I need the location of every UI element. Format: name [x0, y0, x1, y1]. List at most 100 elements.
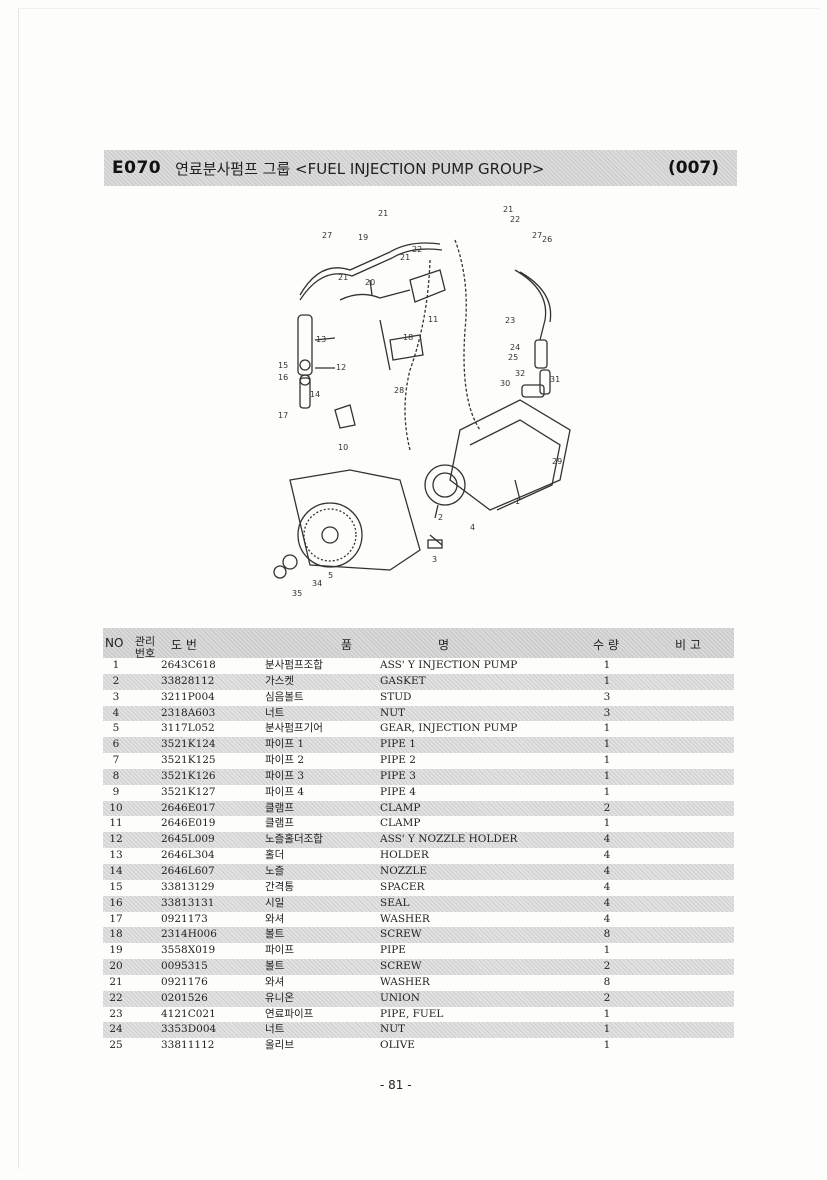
row-part-no: 2314H006 [161, 928, 217, 941]
row-name-kr: 유니온 [265, 991, 294, 1004]
svg-text:1: 1 [515, 497, 520, 506]
row-name-kr: 와셔 [265, 975, 285, 988]
row-name-en: CLAMP [380, 817, 421, 830]
header-part-no: 도 번 [171, 638, 197, 652]
row-name-en: ASS' Y INJECTION PUMP [380, 659, 518, 671]
svg-text:21: 21 [378, 209, 388, 218]
svg-text:4: 4 [470, 523, 475, 532]
row-no: 17 [109, 912, 123, 925]
row-qty: 4 [603, 864, 611, 877]
row-qty: 4 [603, 896, 611, 909]
row-no: 6 [112, 738, 120, 751]
svg-text:26: 26 [542, 235, 552, 244]
row-name-kr: 가스켓 [265, 674, 294, 687]
svg-text:18: 18 [403, 333, 413, 342]
row-qty: 4 [603, 833, 611, 846]
row-name-en: SPACER [380, 880, 425, 893]
row-name-kr: 홀더 [265, 849, 285, 862]
section-code: E070 [112, 158, 162, 178]
svg-text:21: 21 [503, 205, 513, 214]
row-no: 22 [109, 991, 123, 1004]
row-name-en: SCREW [380, 960, 422, 973]
svg-text:10: 10 [338, 443, 348, 452]
parts-table-header: NO 관리번호 도 번 품 명 수 량 비 고 [103, 628, 734, 660]
svg-text:25: 25 [508, 353, 518, 362]
header-no: NO [105, 636, 124, 650]
row-name-en: SEAL [380, 896, 410, 909]
row-qty: 1 [603, 674, 611, 687]
row-no: 10 [109, 801, 123, 814]
row-part-no: 2646L304 [161, 849, 215, 862]
row-no: 19 [109, 944, 123, 957]
row-qty: 4 [603, 880, 611, 893]
svg-text:21: 21 [400, 253, 410, 262]
row-no: 16 [109, 896, 123, 909]
page-number: - 81 - [380, 1078, 412, 1092]
row-no: 12 [109, 833, 123, 846]
svg-text:13: 13 [316, 335, 326, 344]
header-kwanri: 관리번호 [134, 635, 156, 660]
svg-text:32: 32 [515, 369, 525, 378]
row-name-kr: 시일 [265, 896, 285, 909]
svg-text:27: 27 [322, 231, 332, 240]
svg-text:29: 29 [552, 457, 562, 466]
row-no: 15 [109, 880, 123, 893]
row-name-en: SCREW [380, 928, 422, 941]
row-part-no: 2645L009 [161, 833, 215, 846]
row-name-en: PIPE 2 [380, 754, 416, 767]
row-qty: 1 [603, 769, 611, 782]
svg-text:35: 35 [292, 589, 302, 598]
section-title-bar: E070 연료분사펌프 그룹 <FUEL INJECTION PUMP GROU… [104, 150, 737, 186]
row-qty: 8 [603, 975, 611, 988]
svg-text:34: 34 [312, 579, 322, 588]
svg-text:28: 28 [394, 386, 404, 395]
header-name-en: 명 [438, 638, 450, 652]
row-name-en: NOZZLE [380, 864, 428, 877]
row-name-kr: 파이프 4 [265, 785, 304, 798]
row-qty: 1 [603, 738, 611, 751]
header-name-kr: 품 [341, 638, 353, 652]
row-qty: 1 [603, 817, 611, 830]
row-name-en: UNION [380, 991, 420, 1004]
row-name-kr: 너트 [265, 1023, 285, 1036]
row-no: 1 [112, 659, 120, 671]
row-part-no: 2318A603 [161, 706, 216, 719]
row-no: 23 [109, 1007, 123, 1020]
svg-text:5: 5 [328, 571, 333, 580]
row-name-en: PIPE, FUEL [380, 1007, 444, 1020]
row-name-en: STUD [380, 690, 412, 703]
svg-text:31: 31 [550, 375, 560, 384]
row-name-kr: 파이프 [265, 944, 294, 957]
svg-text:12: 12 [336, 363, 346, 372]
svg-text:2: 2 [438, 513, 443, 522]
row-name-en: NUT [380, 1023, 406, 1036]
row-qty: 1 [603, 659, 611, 671]
row-name-kr: 분사펌프기어 [265, 722, 323, 735]
row-part-no: 3558X019 [161, 944, 216, 957]
row-part-no: 0095315 [161, 960, 208, 973]
row-name-en: PIPE 1 [380, 738, 416, 751]
row-name-kr: 올리브 [265, 1039, 294, 1052]
svg-text:22: 22 [412, 245, 422, 254]
row-part-no: 3353D004 [161, 1023, 217, 1036]
row-qty: 1 [603, 1007, 611, 1020]
row-no: 8 [112, 769, 120, 782]
row-part-no: 3521K125 [161, 754, 216, 767]
svg-text:27: 27 [532, 231, 542, 240]
row-no: 18 [109, 928, 123, 941]
row-name-en: HOLDER [380, 849, 429, 862]
row-part-no: 33813129 [161, 880, 215, 893]
